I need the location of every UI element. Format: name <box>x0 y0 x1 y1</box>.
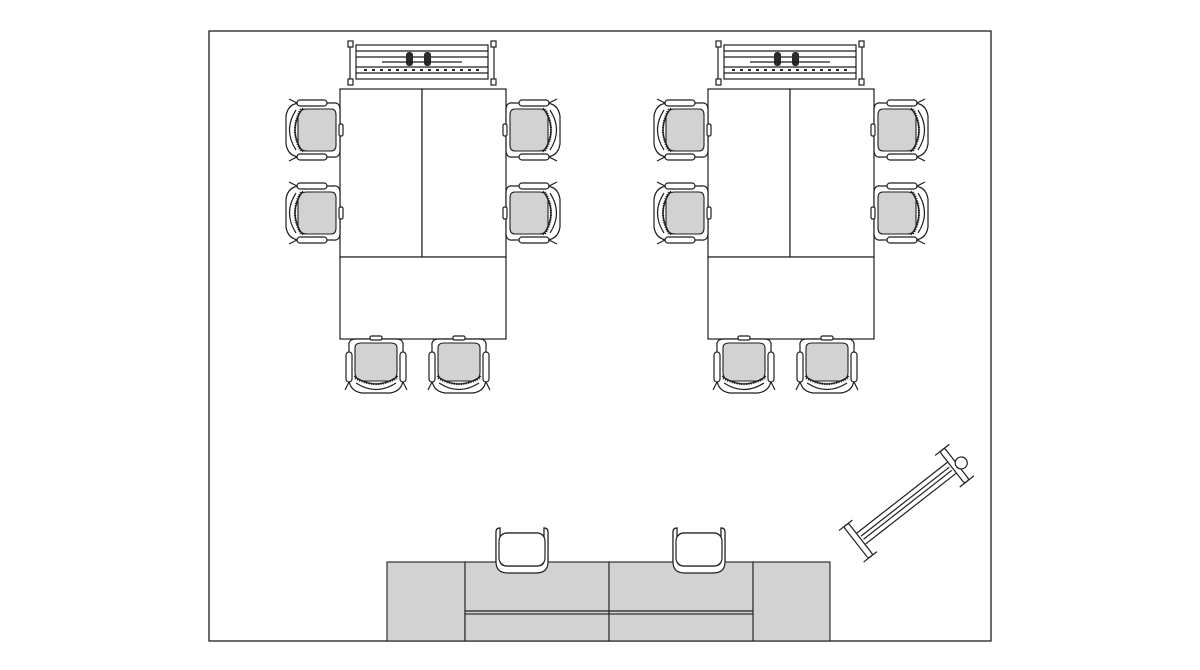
left-table-section-1 <box>339 88 423 258</box>
sofa-end-block-right <box>752 561 831 642</box>
left-table-section-3 <box>339 256 507 340</box>
sofa-lounge <box>386 527 831 642</box>
left-table-section-2 <box>421 88 507 258</box>
right-table-section-3 <box>707 256 875 340</box>
right-chair-right-1 <box>870 98 929 162</box>
right-chair-left-2 <box>653 181 712 245</box>
sofa-chair-2-front <box>672 527 726 574</box>
left-chair-bottom-2 <box>427 335 491 394</box>
left-rack-cart <box>347 40 497 86</box>
right-table-section-1 <box>707 88 791 258</box>
right-chair-left-1 <box>653 98 712 162</box>
left-chair-right-1 <box>502 98 561 162</box>
sofa-chair-1-front <box>495 527 549 574</box>
left-chair-right-2 <box>502 181 561 245</box>
right-chair-right-2 <box>870 181 929 245</box>
left-chair-left-1 <box>285 98 344 162</box>
table-group-right <box>653 40 929 394</box>
right-chair-bottom-2 <box>795 335 859 394</box>
right-table-section-2 <box>789 88 875 258</box>
right-chair-bottom-1 <box>712 335 776 394</box>
pool-cue-rack <box>838 443 975 563</box>
table-group-left <box>285 40 561 394</box>
right-rack-cart <box>715 40 865 86</box>
left-chair-left-2 <box>285 181 344 245</box>
sofa-end-block-left <box>386 561 466 642</box>
left-chair-bottom-1 <box>344 335 408 394</box>
